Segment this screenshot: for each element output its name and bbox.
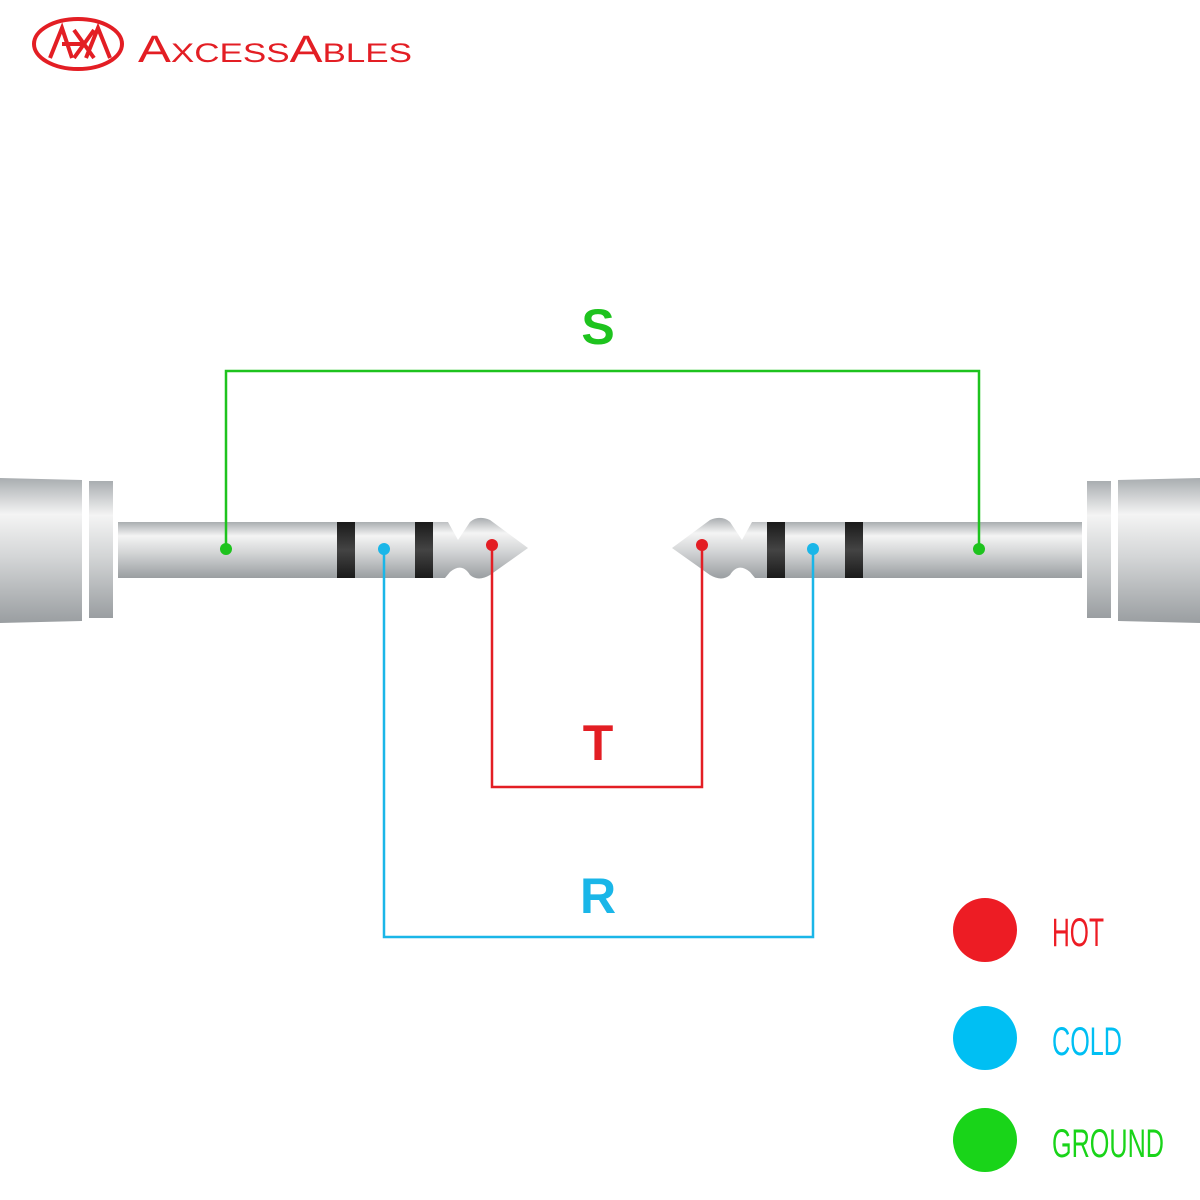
sleeve-label: S [581,299,614,355]
brand-logo: AxcessAbles [32,17,412,71]
ground-swatch [953,1108,1017,1172]
ring-label: R [580,868,616,924]
legend-ground: GROUND [1052,1122,1164,1166]
left-plug [0,478,528,623]
legend-cold: COLD [1052,1020,1122,1064]
hot-swatch [953,898,1017,962]
cold-swatch [953,1006,1017,1070]
brand-name: AxcessAbles [138,29,412,71]
tip-label: T [583,715,614,771]
legend-hot: HOT [1052,911,1104,955]
legend: HOT COLD GROUND [953,898,1164,1172]
sleeve-wire [220,369,985,555]
ring-wire [378,543,819,939]
tip-wire [486,539,708,789]
right-plug [672,478,1200,623]
